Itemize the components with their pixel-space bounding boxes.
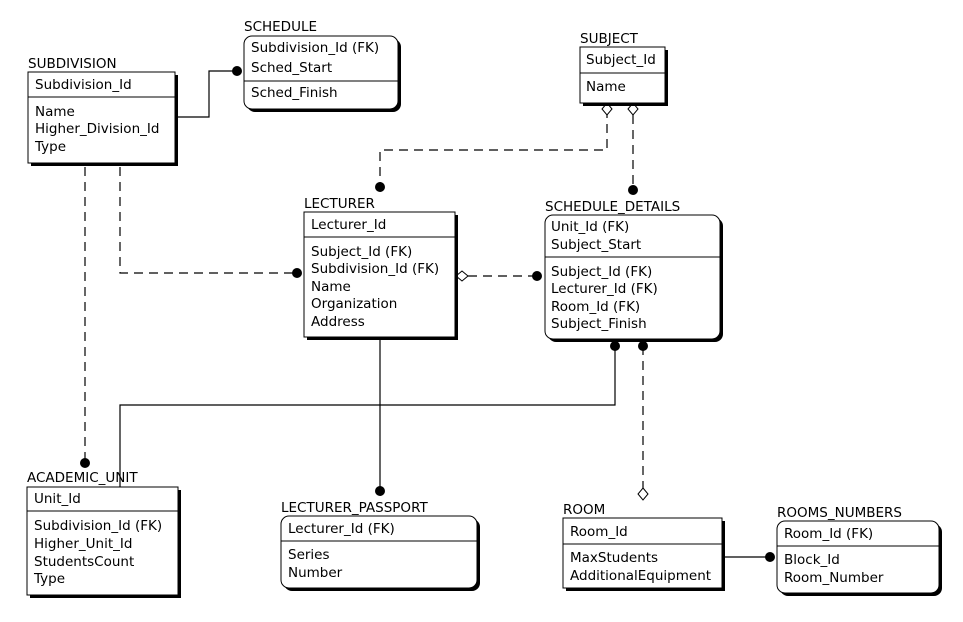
rel-room-schedule-details — [637, 341, 649, 501]
many-end-dot — [628, 185, 638, 195]
entity-box — [26, 486, 179, 596]
entity-box — [280, 515, 478, 589]
entity-box — [776, 520, 940, 594]
rel-subdivision-lecturer — [119, 167, 302, 278]
key-attribute: Lecturer_Id — [311, 217, 386, 233]
entity-lecturer-passport: LECTURER_PASSPORT Lecturer_Id (FK) Serie… — [280, 500, 480, 591]
entity-lecturer: LECTURER Lecturer_Id Subject_Id (FK) Sub… — [303, 196, 458, 340]
attribute: Name — [311, 279, 351, 295]
attribute: Lecturer_Id (FK) — [551, 281, 658, 297]
entity-rooms-numbers: ROOMS_NUMBERS Room_Id (FK) Block_Id Room… — [776, 505, 942, 596]
many-end-dot — [638, 341, 648, 351]
attribute: Subject_Finish — [551, 316, 647, 332]
entity-box — [544, 214, 721, 340]
attribute: Higher_Division_Id — [35, 121, 159, 137]
rel-subdivision-schedule — [175, 66, 242, 118]
entity-name: SCHEDULE_DETAILS — [545, 199, 680, 215]
entity-subject: SUBJECT Subject_Id Name — [579, 31, 668, 106]
entity-name: SCHEDULE — [244, 19, 317, 35]
attribute: Type — [34, 139, 66, 155]
many-end-dot — [80, 458, 90, 468]
many-end-dot — [765, 552, 775, 562]
attribute: Subdivision_Id (FK) — [311, 261, 439, 277]
many-end-dot — [292, 268, 302, 278]
attribute: Series — [288, 547, 330, 563]
rel-line — [175, 70, 237, 118]
entity-box — [579, 46, 666, 104]
entity-academic-unit: ACADEMIC_UNIT Unit_Id Subdivision_Id (FK… — [26, 470, 181, 598]
key-attribute: Subject_Start — [551, 237, 641, 253]
attribute: Organization — [311, 296, 397, 312]
entity-schedule-details: SCHEDULE_DETAILS Unit_Id (FK) Subject_St… — [544, 199, 723, 342]
attribute: Block_Id — [784, 552, 840, 568]
rel-room-rooms-numbers — [722, 552, 775, 562]
key-attribute: Unit_Id — [34, 491, 81, 507]
entity-name: LECTURER — [304, 196, 375, 212]
entity-box — [562, 517, 723, 589]
rel-subject-lecturer — [375, 102, 613, 192]
entity-schedule: SCHEDULE Subdivision_Id (FK) Sched_Start… — [243, 19, 401, 112]
many-end-dot — [375, 486, 385, 496]
relationships — [80, 66, 775, 562]
many-end-dot — [375, 182, 385, 192]
rel-lecturer-schedule-details — [455, 270, 542, 282]
many-end-dot — [232, 66, 242, 76]
attribute: Address — [311, 314, 365, 330]
attribute: Higher_Unit_Id — [34, 536, 132, 552]
entity-name: ACADEMIC_UNIT — [27, 470, 138, 486]
entity-box — [243, 35, 399, 110]
key-attribute: Subdivision_Id — [35, 77, 132, 93]
key-attribute: Subject_Id — [586, 52, 656, 68]
attribute: StudentsCount — [34, 554, 134, 570]
rel-lecturer-passport — [375, 337, 385, 496]
entity-name: LECTURER_PASSPORT — [281, 500, 428, 516]
entity-subdivision: SUBDIVISION Subdivision_Id Name Higher_D… — [27, 56, 178, 166]
key-attribute: Sched_Start — [251, 60, 332, 76]
entity-name: SUBDIVISION — [28, 56, 117, 72]
rel-subdivision-academic-unit — [80, 167, 90, 468]
attribute: Subject_Id (FK) — [551, 264, 652, 280]
entity-room: ROOM Room_Id MaxStudents AdditionalEquip… — [562, 502, 725, 591]
entity-name: ROOM — [563, 502, 605, 518]
key-attribute: Lecturer_Id (FK) — [288, 521, 395, 537]
optional-end-diamond — [455, 270, 469, 282]
attribute: Room_Id (FK) — [551, 299, 640, 315]
attribute: Room_Number — [784, 570, 884, 586]
optional-end-diamond — [637, 487, 649, 501]
entity-name: ROOMS_NUMBERS — [777, 505, 902, 521]
rel-line — [119, 346, 616, 487]
entity-box — [303, 211, 456, 338]
attribute: Type — [33, 571, 65, 587]
entity-box — [27, 71, 176, 164]
attribute: Subject_Id (FK) — [311, 244, 412, 260]
attribute: Subdivision_Id (FK) — [34, 518, 162, 534]
entity-name: SUBJECT — [580, 31, 639, 47]
many-end-dot — [532, 271, 542, 281]
attribute: Number — [288, 565, 343, 581]
attribute: MaxStudents — [570, 550, 658, 566]
attribute: Sched_Finish — [251, 85, 338, 101]
key-attribute: Unit_Id (FK) — [551, 219, 629, 235]
rel-line — [119, 167, 297, 274]
key-attribute: Subdivision_Id (FK) — [251, 40, 379, 56]
attribute: AdditionalEquipment — [570, 568, 711, 584]
attribute: Name — [35, 104, 75, 120]
rel-subject-schedule-details — [627, 102, 639, 195]
attribute: Name — [586, 79, 626, 95]
rel-academic-unit-schedule-details — [119, 341, 620, 487]
rel-line — [379, 109, 608, 187]
key-attribute: Room_Id — [570, 524, 628, 540]
many-end-dot — [610, 341, 620, 351]
key-attribute: Room_Id (FK) — [784, 526, 873, 542]
